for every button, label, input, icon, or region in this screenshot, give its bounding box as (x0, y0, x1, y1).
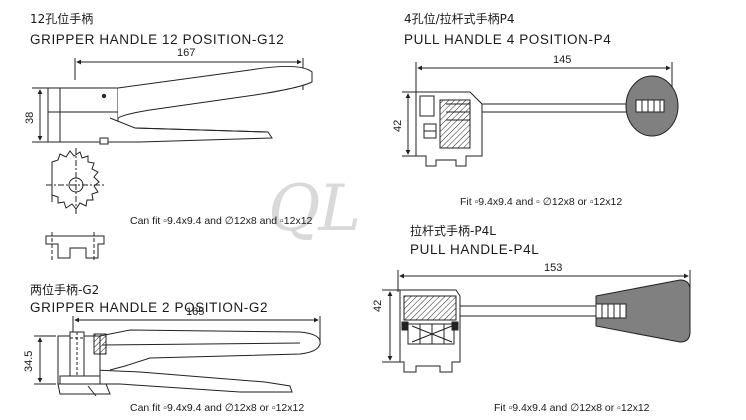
p4l-dimension-length: 153 (544, 262, 563, 274)
watermark: QL (268, 172, 361, 246)
g12-clip-view (45, 232, 105, 262)
g12-title-en: GRIPPER HANDLE 12 POSITION-G12 (30, 32, 285, 47)
g12-dimension-length: 167 (177, 47, 196, 59)
p4l-title-cn: 拉杆式手柄-P4L (410, 224, 496, 238)
p4l-fit-note: Fit ▫9.4x9.4 and ∅12x8 or ▫12x12 (494, 402, 650, 414)
p4l-title-en: PULL HANDLE-P4L (410, 242, 540, 257)
g12-dimension-height: 38 (24, 111, 36, 124)
g2-title-en: GRIPPER HANDLE 2 POSITION-G2 (30, 300, 269, 315)
g2-drawing (34, 316, 321, 397)
p4-fit-note: Fit ▫9.4x9.4 and ▫ ∅12x8 or ▫12x12 (460, 196, 623, 208)
g12-title-cn: 12孔位手柄 (30, 12, 94, 26)
p4-dimension-height: 42 (392, 119, 404, 132)
p4-drawing (402, 62, 679, 167)
g2-dimension-length: 165 (186, 306, 205, 318)
g12-drawing (32, 58, 313, 262)
p4l-drawing (382, 270, 691, 373)
g12-fit-note: Can fit ▫9.4x9.4 and ∅12x8 and ▫12x12 (130, 215, 313, 227)
p4-title-cn: 4孔位/拉杆式手柄P4 (404, 12, 515, 26)
p4l-dimension-height: 42 (372, 299, 384, 312)
g12-gear-view (46, 148, 104, 216)
p4-dimension-length: 145 (553, 54, 572, 66)
g2-dimension-height: 34.5 (23, 350, 35, 372)
g2-title-cn: 两位手柄-G2 (30, 283, 100, 297)
p4-title-en: PULL HANDLE 4 POSITION-P4 (404, 32, 612, 47)
g2-fit-note: Can fit ▫9.4x9.4 and ∅12x8 or ▫12x12 (130, 402, 305, 414)
